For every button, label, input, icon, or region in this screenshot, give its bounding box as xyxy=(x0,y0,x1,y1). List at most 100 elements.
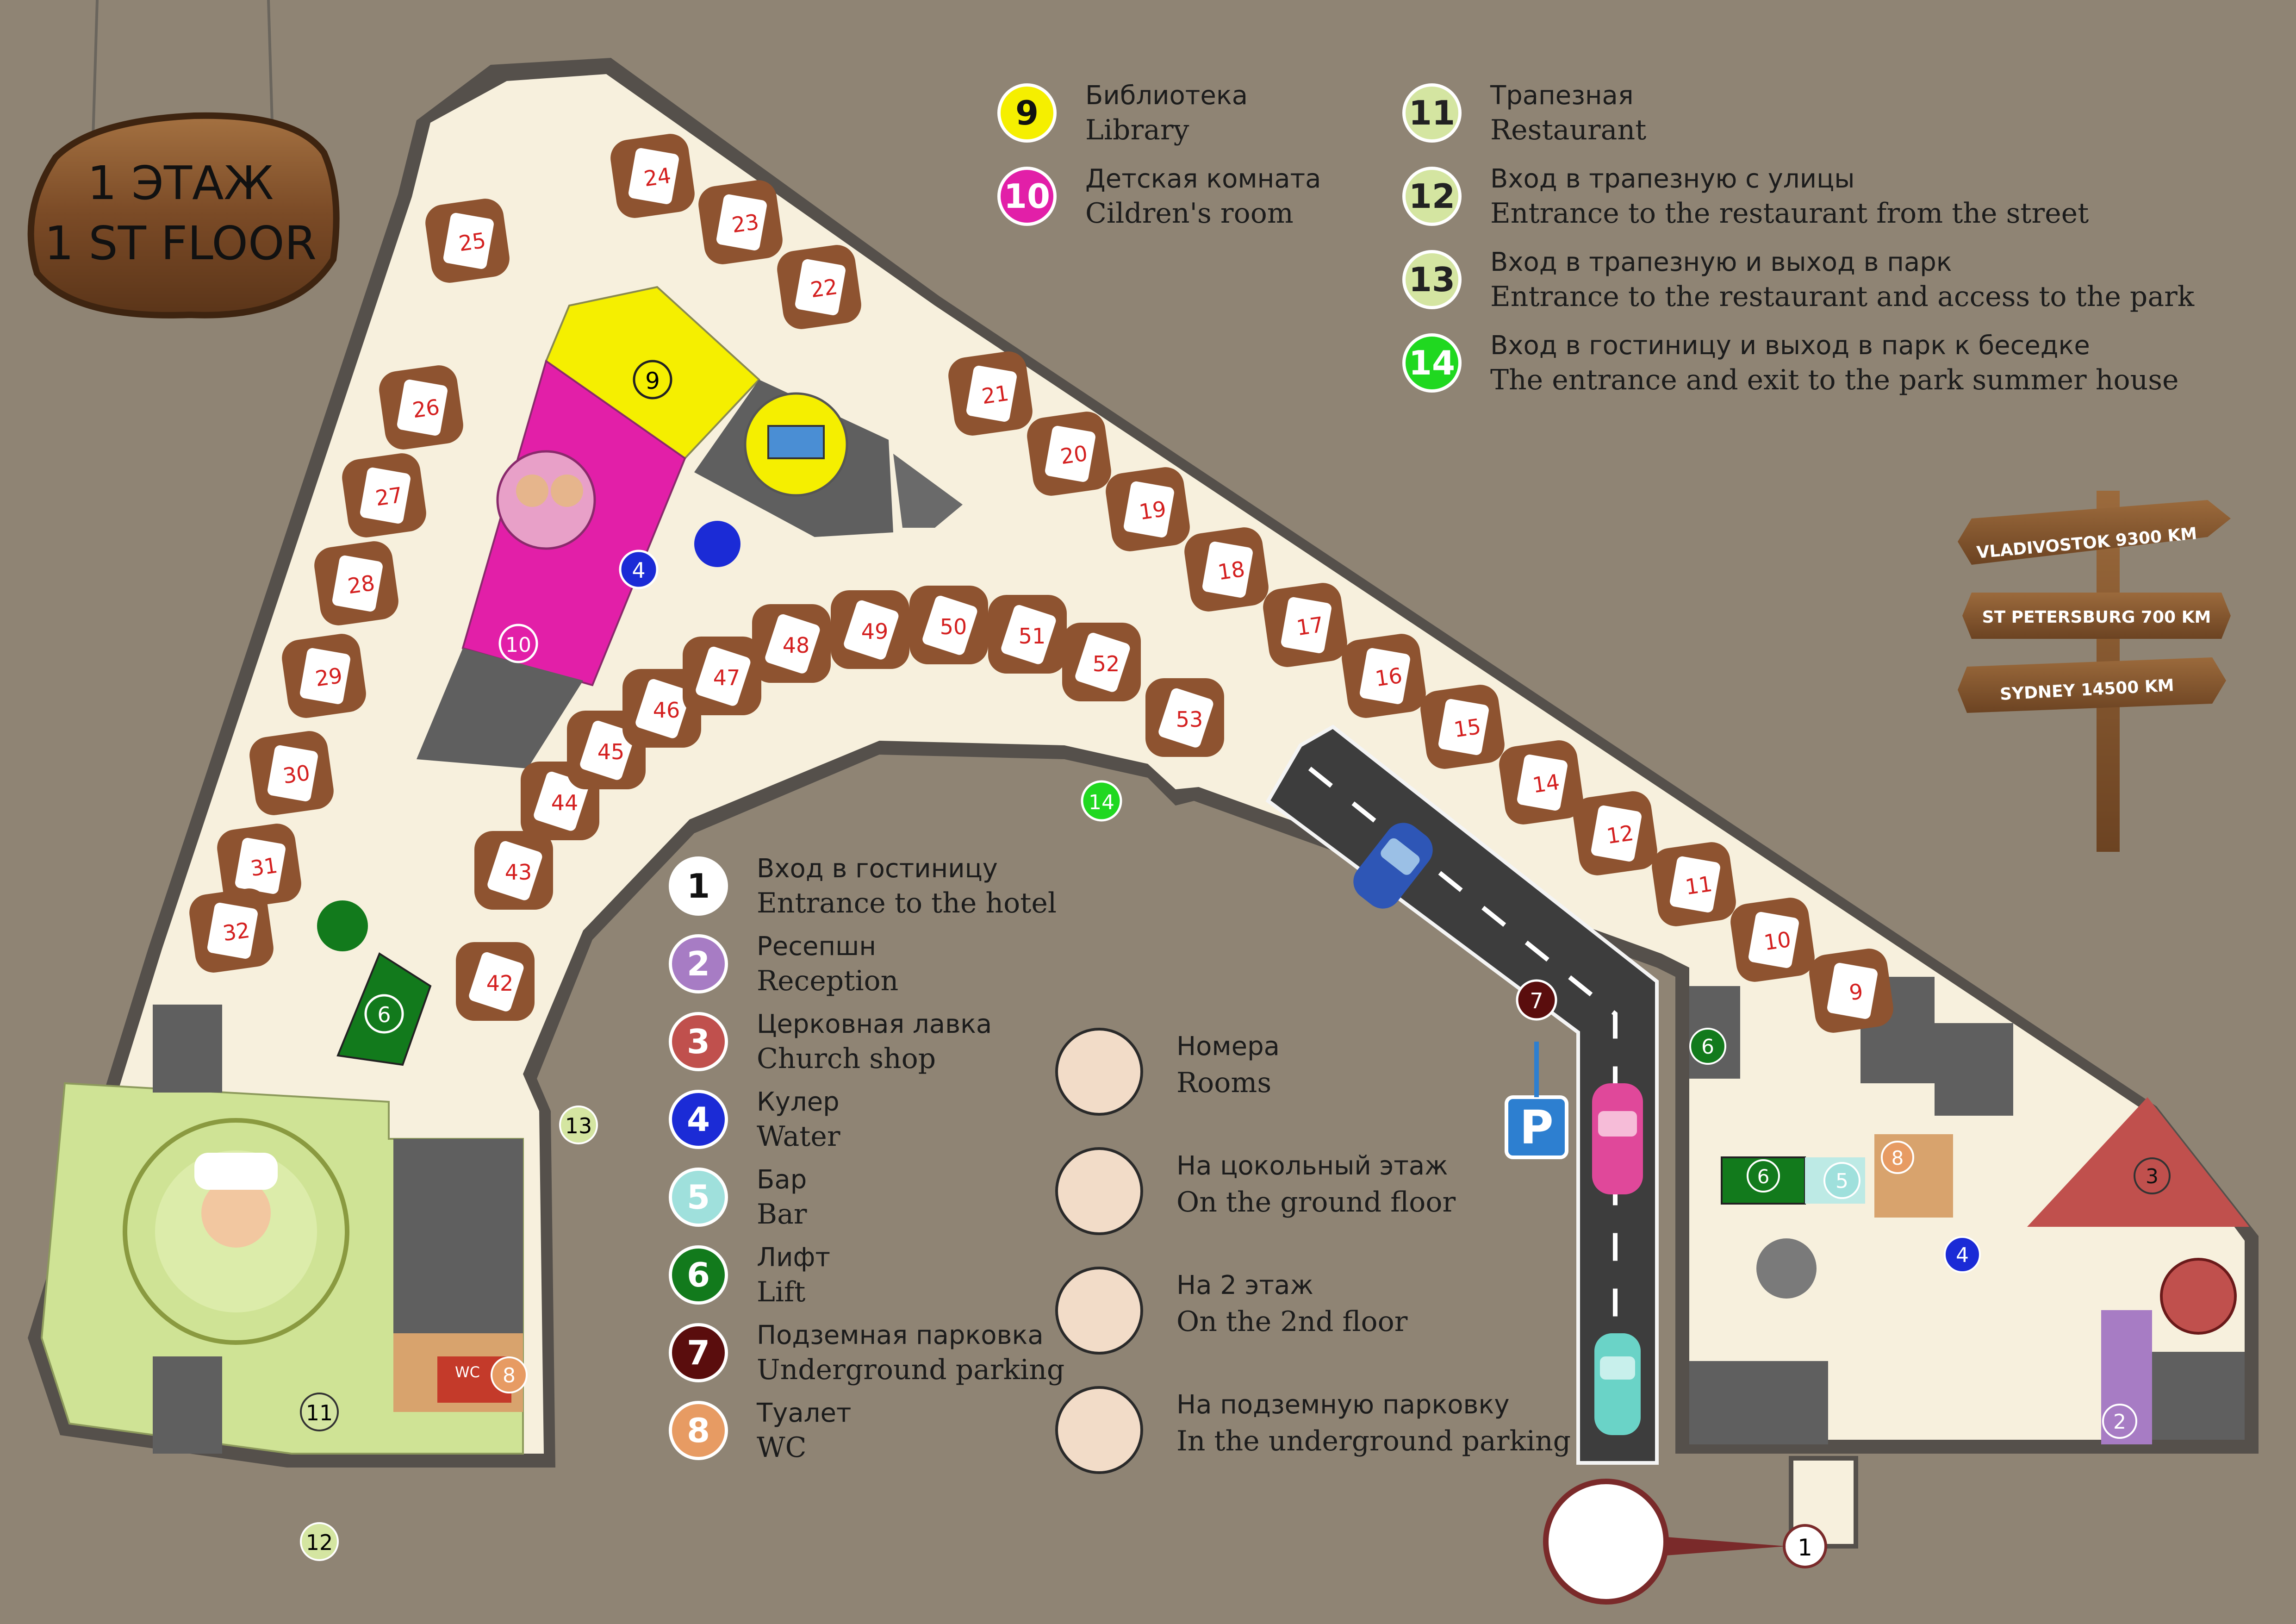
room-tile: 31 xyxy=(217,824,301,908)
room-number: 52 xyxy=(1093,651,1120,676)
svg-text:8: 8 xyxy=(503,1364,516,1387)
legend-label-en: Reception xyxy=(757,965,899,997)
room-number: 49 xyxy=(861,619,889,644)
key-tag-icon xyxy=(1202,541,1253,598)
legend-number-badge: 6 xyxy=(669,1245,728,1305)
floor-sign: 1 ЭТАЖ 1 ST FLOOR xyxy=(27,0,340,319)
legend-label-ru: Библиотека xyxy=(1085,81,1248,111)
room-number: 20 xyxy=(1059,441,1089,469)
svg-text:1: 1 xyxy=(1798,1534,1812,1561)
key-tag-icon xyxy=(922,595,977,655)
key-tag-icon xyxy=(795,259,846,315)
legend-label-ru: Вход в трапезную и выход в парк xyxy=(1490,247,1952,277)
legend-label-en: On the 2nd floor xyxy=(1176,1305,1408,1338)
marker-water-left: 4 xyxy=(619,521,740,589)
room-number: 15 xyxy=(1452,714,1482,743)
room-tile: 24 xyxy=(610,134,695,218)
room-number: 23 xyxy=(730,209,760,238)
svg-text:11: 11 xyxy=(306,1400,333,1425)
car-pink xyxy=(1592,1083,1643,1194)
svg-text:6: 6 xyxy=(1757,1165,1770,1188)
room-tile: 25 xyxy=(425,199,510,283)
legend-number-badge: 2 xyxy=(669,934,728,993)
legend-number-badge: 10 xyxy=(997,167,1057,226)
room-number: 25 xyxy=(457,228,487,256)
legend-label-en: Underground parking xyxy=(757,1354,1065,1386)
svg-text:WC: WC xyxy=(455,1363,480,1381)
key-tag-icon xyxy=(1517,754,1568,811)
key-tag-icon xyxy=(1360,648,1410,704)
key-tag-icon xyxy=(1438,699,1489,755)
key-tag-icon xyxy=(1124,481,1174,537)
marker-hotel-entrance: 1 xyxy=(1543,1456,1858,1605)
child-icon xyxy=(551,475,583,507)
room-tile: 20 xyxy=(1027,412,1111,496)
legend-number-badge: 5 xyxy=(669,1168,728,1227)
legend-label-ru: На цокольный этаж xyxy=(1176,1151,1448,1181)
svg-text:6: 6 xyxy=(377,1002,391,1027)
key-tag-icon xyxy=(628,148,679,204)
room-number: 19 xyxy=(1138,496,1168,525)
room-number: 11 xyxy=(1684,871,1714,900)
key-tag-icon xyxy=(966,365,1017,422)
room-number: 45 xyxy=(597,739,625,764)
room-number: 44 xyxy=(551,790,579,815)
legend-label-ru: Церковная лавка xyxy=(757,1009,992,1039)
room-tile: 10 xyxy=(1730,898,1815,982)
key-tag-icon xyxy=(332,555,383,612)
legend-label-en: Lift xyxy=(757,1276,806,1308)
room-tile: 21 xyxy=(948,351,1033,436)
room-number: 48 xyxy=(783,633,810,658)
room-number: 26 xyxy=(411,394,441,423)
room-tile: 53 xyxy=(1145,678,1224,757)
legend-label-en: Entrance to the hotel xyxy=(757,887,1057,919)
svg-text:4: 4 xyxy=(1956,1243,1969,1267)
room-number: 21 xyxy=(980,381,1010,409)
laptop-icon xyxy=(767,425,825,459)
room-number: 30 xyxy=(281,760,311,789)
legend-label-en: WC xyxy=(757,1431,807,1464)
room-tile: 19 xyxy=(1106,467,1190,551)
key-tag-icon xyxy=(696,646,751,706)
room-number: 22 xyxy=(809,274,839,303)
key-tag-icon xyxy=(235,837,286,894)
room-tile: 30 xyxy=(249,731,334,815)
key-tag-icon xyxy=(580,720,635,780)
room-tile: 50 xyxy=(909,586,988,664)
room-tile: 28 xyxy=(314,541,398,625)
legend-label-ru: Кулер xyxy=(757,1087,840,1117)
room-number: 47 xyxy=(713,665,740,690)
svg-text:4: 4 xyxy=(632,558,645,583)
legend-label-en: Church shop xyxy=(757,1043,936,1075)
room-number: 27 xyxy=(374,482,404,511)
room-number: 51 xyxy=(1019,624,1046,649)
room-tile: 16 xyxy=(1342,634,1426,718)
marker-lift-left: 6 xyxy=(317,900,404,1034)
water-drop-icon xyxy=(694,521,740,567)
legend-label-ru: Бар xyxy=(757,1165,807,1195)
church-icon xyxy=(2160,1258,2237,1335)
svg-text:7: 7 xyxy=(1530,988,1543,1013)
key-tag-icon xyxy=(534,771,589,831)
room-tile: 23 xyxy=(698,180,783,264)
legend-label-ru: Подземная парковка xyxy=(757,1320,1044,1350)
svg-text:5: 5 xyxy=(1836,1169,1848,1193)
floor-sign-line2: 1 ST FLOOR xyxy=(44,216,317,270)
room-tile: 11 xyxy=(1652,842,1736,926)
room-number: 42 xyxy=(486,971,514,996)
legend-label-ru: Туалет xyxy=(757,1398,852,1428)
legend-number-badge: 4 xyxy=(669,1090,728,1149)
room-tile: 26 xyxy=(379,365,463,450)
bartender-icon xyxy=(1756,1238,1817,1299)
marker-parking: 7 xyxy=(1516,979,1557,1021)
room-number: 28 xyxy=(346,570,376,599)
stairs-up-icon xyxy=(1055,1267,1143,1355)
room-tile: 51 xyxy=(988,595,1067,674)
key-tag-icon xyxy=(207,902,258,959)
room-number: 46 xyxy=(653,698,680,723)
key-tag-icon xyxy=(268,745,318,801)
room-tile: 46 xyxy=(622,669,701,748)
